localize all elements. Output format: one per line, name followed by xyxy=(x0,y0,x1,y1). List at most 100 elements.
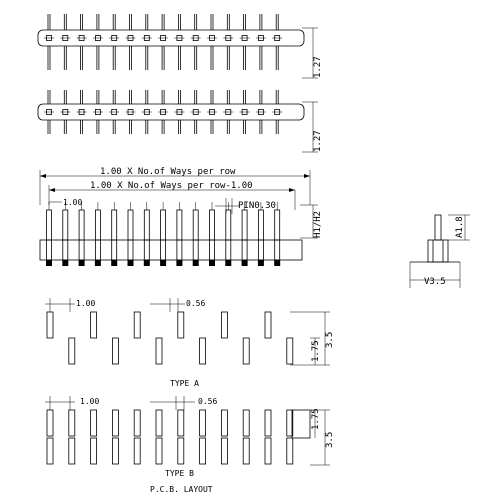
type-b-dims: 1.00 0.56 3.5 1.75 TYPE B P.C.B. LAYOUT xyxy=(45,396,335,494)
front-pin-foot xyxy=(62,260,69,266)
type-b-pad xyxy=(220,409,228,437)
type-b-layout xyxy=(46,409,294,465)
type-b-pad xyxy=(264,409,272,437)
dim-pin-label: PIN0.30 xyxy=(238,201,276,211)
dim-row-length-label: 1.00 X No.of Ways per row xyxy=(100,167,236,177)
front-pin-body xyxy=(209,239,215,261)
type-b-pad xyxy=(264,437,272,465)
type-b-pad xyxy=(177,409,185,437)
front-pin-upper xyxy=(241,209,248,241)
dim-row-length-minus: 1.00 X No.of Ways per row-1.00 xyxy=(48,181,296,210)
type-a-pad xyxy=(155,337,163,365)
dim-row-length-minus-label: 1.00 X No.of Ways per row-1.00 xyxy=(90,181,253,191)
front-pin-foot xyxy=(241,260,248,266)
type-b-pad xyxy=(112,437,119,465)
type-a-pad-label: 0.56 xyxy=(186,299,205,308)
front-pin-upper xyxy=(143,209,150,241)
type-a-layout xyxy=(46,311,294,365)
type-b-half-label: 1.75 xyxy=(311,408,321,430)
row-2-pitch-dim: 1.27 xyxy=(302,101,323,153)
dim-pin: PIN0.30 xyxy=(215,198,276,214)
front-pin-body xyxy=(192,239,199,261)
dim-row-length: 1.00 X No.of Ways per row xyxy=(39,167,311,205)
type-a-pad xyxy=(177,311,185,339)
type-b-pad xyxy=(46,409,54,437)
top-view-row-1 xyxy=(37,14,305,70)
front-pin-foot xyxy=(192,260,199,266)
type-b-pad xyxy=(220,437,228,465)
dim-A-label: A1.8 xyxy=(455,216,465,238)
front-pin-body xyxy=(225,239,232,261)
front-view xyxy=(39,202,303,266)
type-a-pad xyxy=(90,311,97,339)
front-pin-upper xyxy=(274,209,281,241)
front-body xyxy=(39,239,303,261)
type-b-pad xyxy=(90,437,97,465)
row-1-pitch-dim: 1.27 xyxy=(302,27,323,79)
front-pin-upper xyxy=(95,209,101,241)
type-b-pad xyxy=(199,437,207,465)
type-b-pad xyxy=(242,409,250,437)
front-pin-foot xyxy=(225,260,232,266)
type-a-caption: TYPE A xyxy=(170,379,199,388)
type-b-pad xyxy=(133,437,141,465)
front-pin-body xyxy=(176,239,183,261)
front-pin-upper xyxy=(160,209,167,241)
row-1-pitch-label: 1.27 xyxy=(313,56,323,78)
type-b-pad xyxy=(46,437,54,465)
front-pin-foot xyxy=(46,260,52,266)
type-a-pitch-label: 1.00 xyxy=(76,299,95,308)
front-pin-foot xyxy=(111,260,118,266)
front-pin-upper xyxy=(257,209,264,241)
top-view-row-2 xyxy=(37,90,305,134)
front-pin-upper xyxy=(111,209,118,241)
type-b-pitch-label: 1.00 xyxy=(80,397,99,406)
front-pin-upper xyxy=(78,209,85,241)
front-pin-upper xyxy=(209,209,215,241)
front-pin-foot xyxy=(160,260,167,266)
front-pin-foot xyxy=(143,260,150,266)
front-pin-foot xyxy=(274,260,281,266)
front-pin-foot xyxy=(78,260,85,266)
front-pin-body xyxy=(127,239,134,261)
front-pin-foot xyxy=(127,260,134,266)
type-b-pad xyxy=(133,409,141,437)
front-pin-foot xyxy=(94,260,101,266)
dim-V-label: V3.5 xyxy=(424,277,446,287)
pcb-layout-caption: P.C.B. LAYOUT xyxy=(150,485,213,494)
type-a-pad xyxy=(286,337,294,365)
front-pin-body xyxy=(111,239,118,261)
front-pin-upper xyxy=(127,209,134,241)
dim-pitch-top: 1.00 xyxy=(49,198,82,207)
side-view: A1.8 V3.5 xyxy=(409,214,470,288)
type-b-pad xyxy=(286,409,294,437)
dim-height: H1/H2 xyxy=(300,204,323,239)
type-b-pad xyxy=(177,437,185,465)
type-a-pad xyxy=(46,311,54,339)
front-pin-body xyxy=(143,239,150,261)
front-pin-body xyxy=(78,239,85,261)
front-pin-upper xyxy=(62,209,69,241)
type-b-pad xyxy=(242,437,250,465)
front-pin-body xyxy=(241,239,248,261)
type-a-height-label: 3.5 xyxy=(325,332,335,348)
front-pin-body xyxy=(257,239,264,261)
dim-pitch-top-label: 1.00 xyxy=(63,198,82,207)
type-a-dims: 1.00 0.56 3.5 1.75 TYPE A xyxy=(45,298,335,388)
front-pin-foot xyxy=(176,260,183,266)
front-pin-foot xyxy=(209,260,215,266)
type-b-pad xyxy=(155,437,163,465)
type-a-pad xyxy=(220,311,228,339)
type-b-height-label: 3.5 xyxy=(325,432,335,448)
front-pin-upper xyxy=(176,209,183,241)
type-a-pad xyxy=(199,337,207,365)
type-b-pad xyxy=(68,437,76,465)
type-b-pad-label: 0.56 xyxy=(198,397,217,406)
dim-height-label: H1/H2 xyxy=(313,211,323,238)
front-pin-body xyxy=(274,239,281,261)
type-a-pad xyxy=(264,311,272,339)
type-a-pad xyxy=(133,311,141,339)
row-body xyxy=(37,103,305,121)
type-b-pad xyxy=(112,409,119,437)
